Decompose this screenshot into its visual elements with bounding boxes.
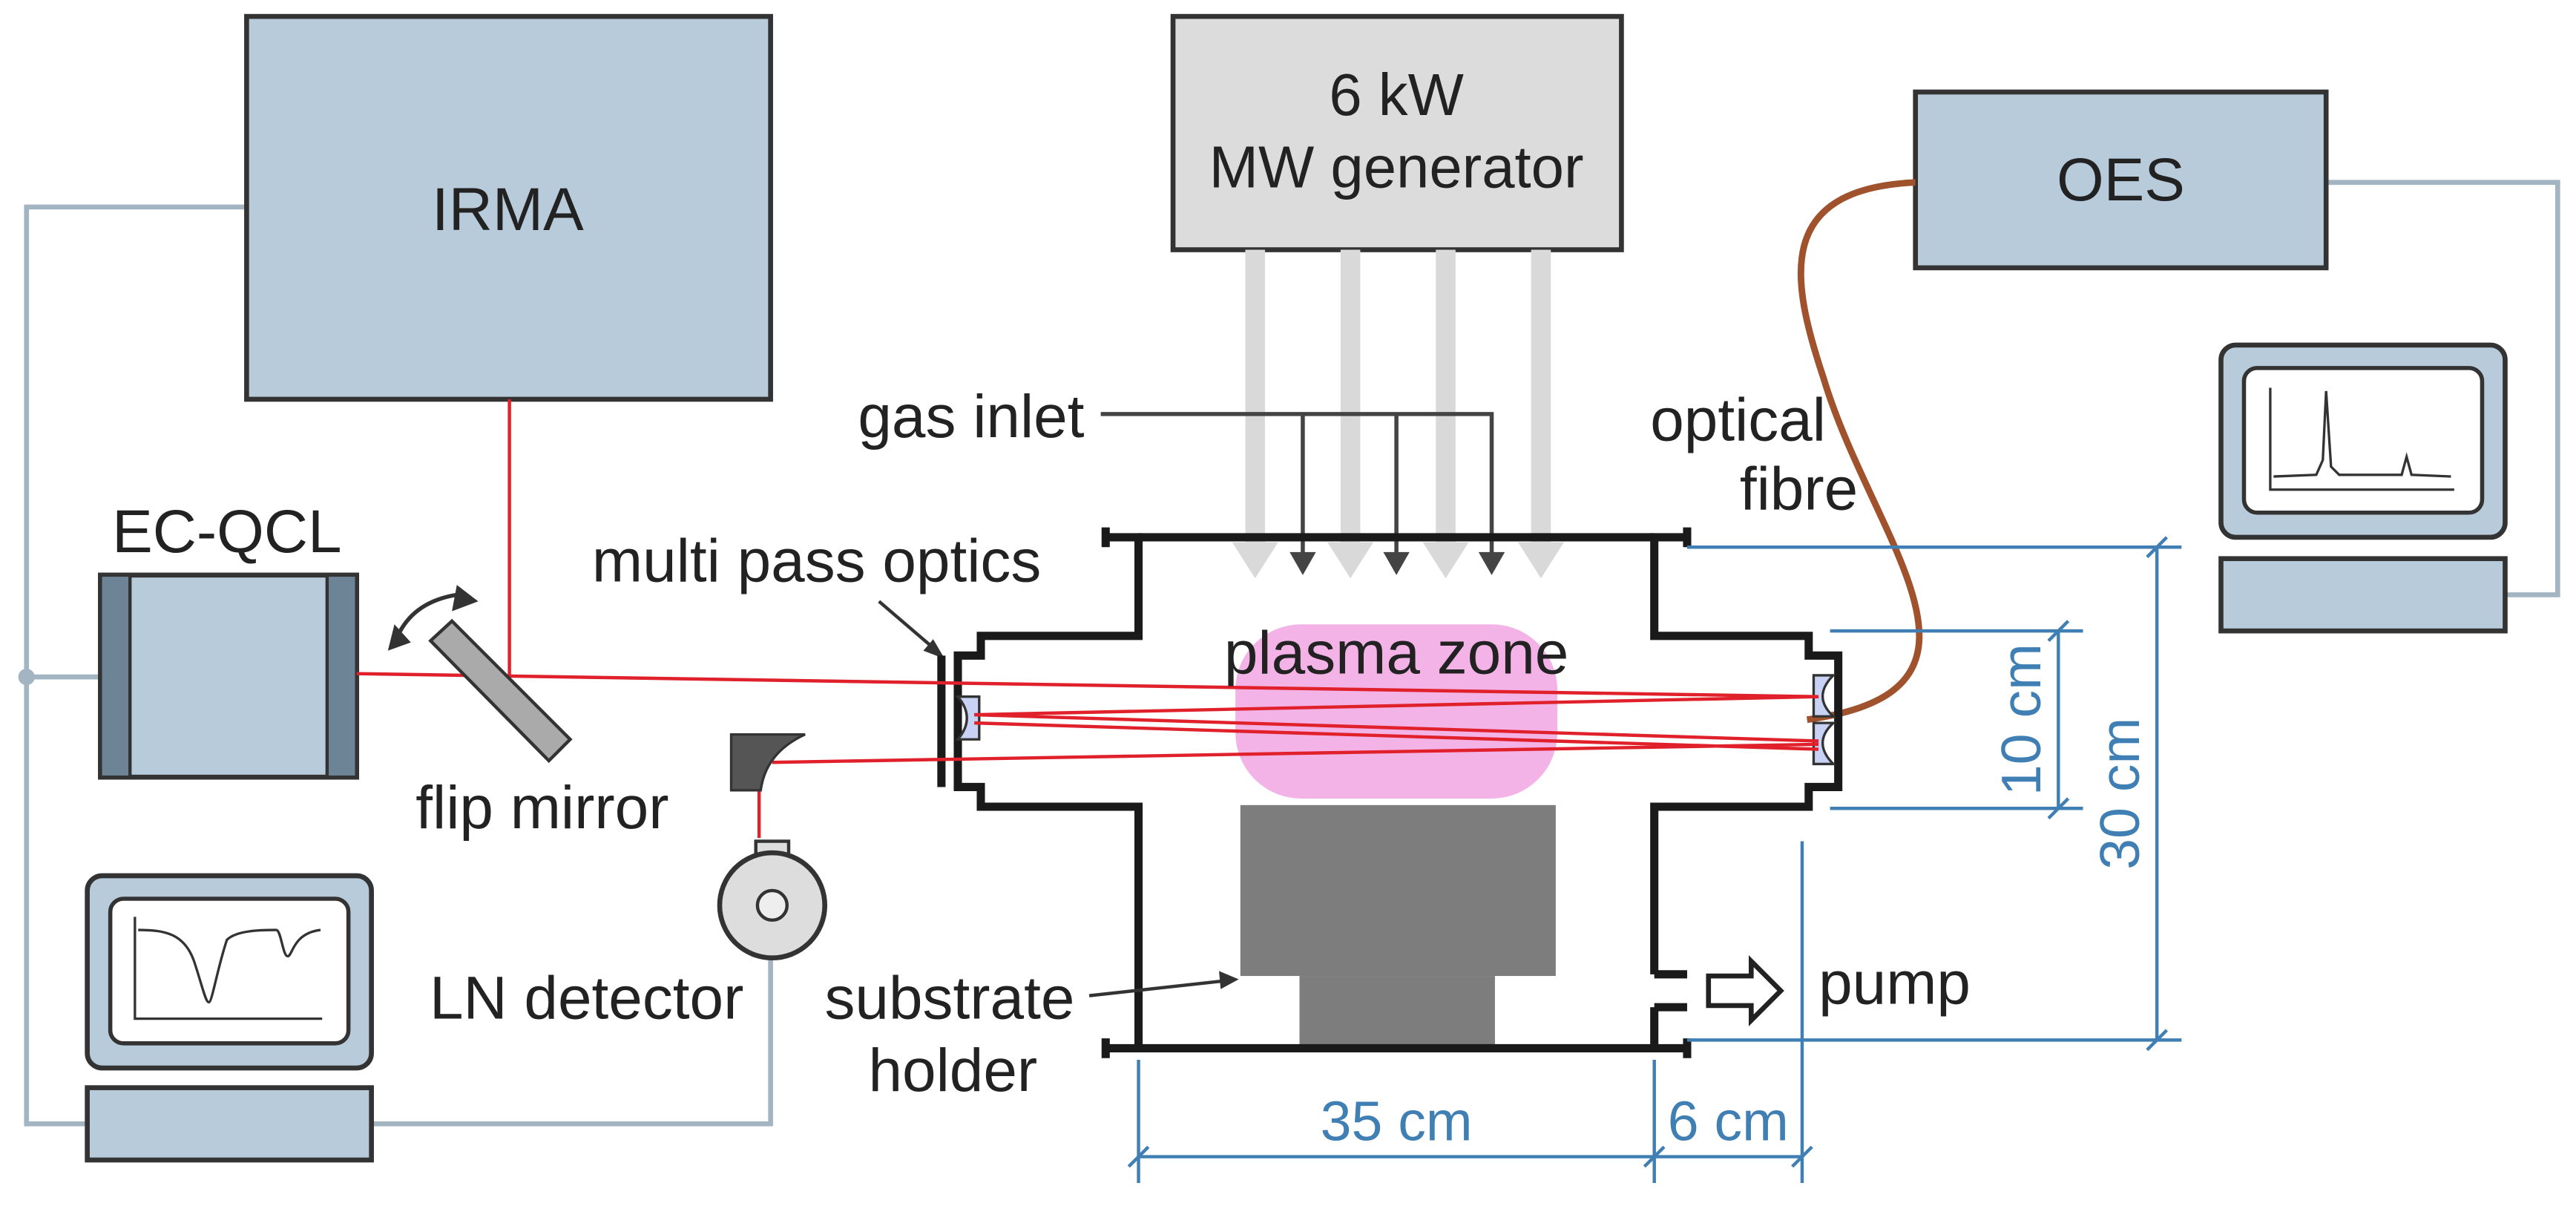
oes-computer [2218, 342, 2508, 634]
mw-arrow-head [1422, 542, 1469, 579]
oes-wire [2326, 180, 2560, 597]
qcl-screen [108, 897, 351, 1046]
dimension-30cm: 30 cm [2089, 718, 2151, 870]
mw-arrow-shaft [1340, 249, 1361, 543]
wire-junction [18, 669, 35, 686]
mw-arrow-head [1327, 542, 1374, 579]
qcl-computer [85, 873, 374, 1163]
optical-fibre [1797, 179, 1923, 724]
absorption-spectrum [138, 928, 321, 1004]
substrate-holder-label-2: holder [869, 1037, 1038, 1104]
dimension-lines [1127, 536, 2182, 1184]
mw-generator-label-1: 6 kW [1329, 62, 1464, 128]
gas-inlet-lines [1100, 412, 1494, 556]
plasma-zone [1235, 624, 1558, 799]
mw-arrow-shaft [1531, 249, 1551, 543]
pump-arrow [1706, 955, 1784, 1026]
oes-spectrum [2273, 390, 2451, 478]
ec-qcl-box [98, 572, 360, 780]
microwave-arrows [1232, 249, 1564, 579]
laser-beams [356, 672, 1819, 839]
dimension-35cm: 35 cm [1321, 1089, 1473, 1152]
substrate-holder-base [1299, 976, 1495, 1049]
substrate-pointer [1088, 979, 1224, 997]
multipass-mirrors [955, 674, 1837, 766]
optical-fibre-label-1: optical [1650, 386, 1826, 453]
optical-fibre-label-2: fibre [1740, 455, 1858, 522]
substrate-holder-top [1240, 804, 1556, 977]
irma-box [244, 13, 773, 402]
mw-arrow-head [1232, 542, 1278, 579]
right-mirror-bottom [1812, 721, 1837, 766]
flip-rotation-arrow [397, 592, 458, 634]
signal-wires [18, 180, 2560, 1127]
gas-inlet-arrowheads [1289, 551, 1505, 575]
pump-label: pump [1818, 950, 1971, 1017]
substrate-pointer-head [1219, 971, 1239, 989]
mw-arrow-head [1517, 542, 1564, 579]
flip-mirror-plate [428, 618, 573, 764]
substrate-holder-label-1: substrate [824, 965, 1074, 1032]
right-mirror-top [1812, 674, 1837, 718]
multi-pass-pointer [878, 600, 938, 652]
left-mirror [955, 695, 981, 741]
irma-label: IRMA [432, 176, 584, 243]
mw-arrow-shaft [1436, 249, 1456, 543]
oes-screen [2241, 366, 2485, 515]
mw-arrow-shaft [1245, 249, 1266, 543]
irma-wire [24, 204, 247, 1127]
qcl-computer-base [85, 1085, 374, 1163]
oes-computer-base [2218, 556, 2508, 634]
mw-generator-box [1170, 13, 1624, 252]
ln-detector-label: LN detector [430, 965, 743, 1032]
plasma-zone-label: plasma zone [1224, 620, 1568, 687]
dimension-6cm: 6 cm [1668, 1089, 1789, 1152]
gas-inlet-label: gas inlet [858, 383, 1084, 450]
detector-wire [371, 946, 773, 1127]
ec-qcl-laser [98, 572, 360, 780]
dimension-10cm: 10 cm [1990, 643, 2052, 796]
multi-pass-pointer-head [923, 639, 945, 659]
vacuum-chamber [937, 527, 1843, 1058]
ln-detector [717, 839, 828, 961]
oes-label: OES [2057, 146, 2185, 214]
oes-box [1913, 89, 2329, 271]
flip-mirror-label: flip mirror [415, 774, 668, 842]
flip-mirror [387, 585, 573, 764]
multi-pass-optics-label: multi pass optics [592, 528, 1041, 595]
ec-qcl-label: EC-QCL [112, 498, 341, 566]
mw-generator-label-2: MW generator [1209, 134, 1584, 200]
parabolic-mirror [729, 733, 806, 792]
